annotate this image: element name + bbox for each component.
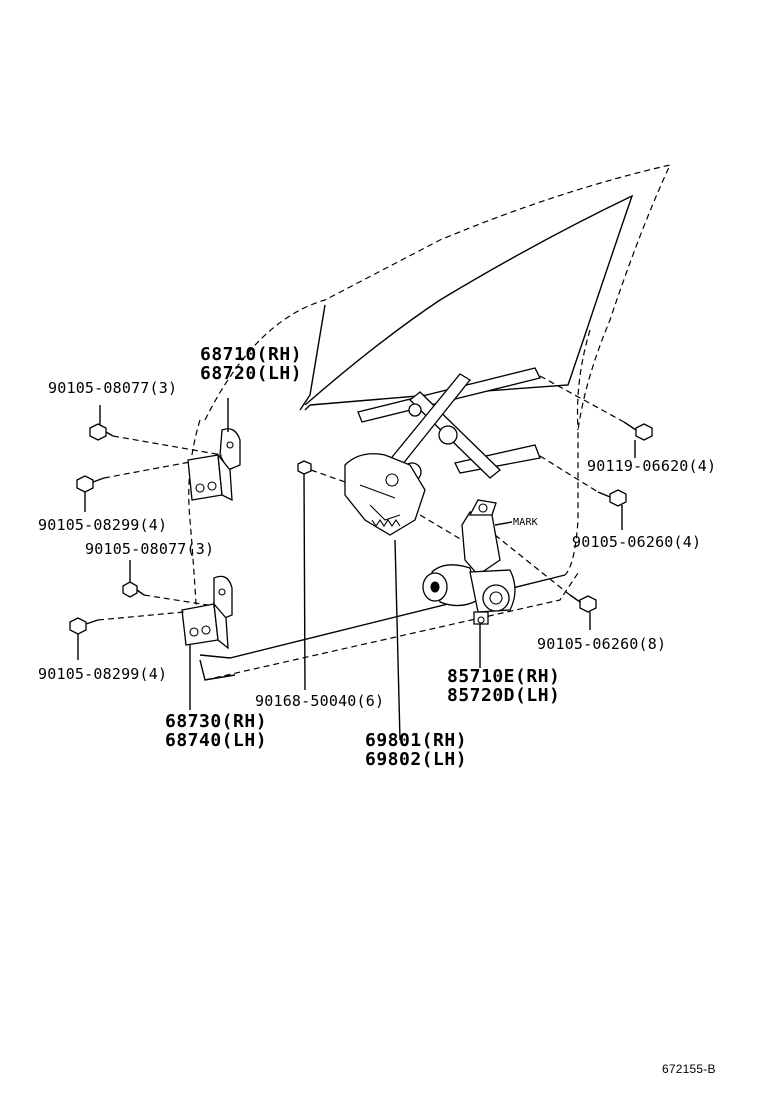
bolt-icon [89, 405, 223, 456]
bolt-icon [69, 611, 185, 660]
part-label-bolt-lower-a: 90105-08077(3) [85, 540, 215, 558]
part-label-motor-lh: 85720D(LH) [447, 685, 561, 706]
part-label-regulator-rh: 69801(RH) [365, 730, 468, 751]
hinge-icon [181, 575, 233, 710]
bolt-icon [122, 560, 215, 607]
bolt-icon [76, 461, 191, 512]
part-label-lower-hinge-lh: 68740(LH) [165, 730, 268, 751]
mark-label: MARK [513, 517, 538, 528]
regulator-motor-icon [422, 499, 516, 668]
part-label-bolt-center: 90168-50040(6) [255, 692, 385, 710]
part-label-bolt-upper-b: 90105-08299(4) [38, 516, 168, 534]
part-label-bolt-motor: 90105-06260(8) [537, 635, 667, 653]
part-label-bolt-regulator-mid: 90105-06260(4) [572, 533, 702, 551]
part-label-upper-hinge-rh: 68710(RH) [200, 344, 303, 365]
hinge-icon [187, 398, 241, 502]
part-label-bolt-regulator-top: 90119-06620(4) [587, 457, 717, 475]
bolt-icon [539, 375, 653, 458]
part-label-bolt-upper-a: 90105-08077(3) [48, 379, 178, 397]
part-label-upper-hinge-lh: 68720(LH) [200, 363, 303, 384]
figure-code: 672155-B [662, 1062, 716, 1076]
bolt-icon [297, 460, 346, 691]
part-label-bolt-lower-b: 90105-08299(4) [38, 665, 168, 683]
window-regulator-icon [344, 367, 541, 741]
bolt-icon [419, 514, 597, 630]
bolt-icon [539, 455, 627, 530]
part-label-lower-hinge-rh: 68730(RH) [165, 711, 268, 732]
part-label-regulator-lh: 69802(LH) [365, 749, 468, 770]
part-label-motor-rh: 85710E(RH) [447, 666, 561, 687]
